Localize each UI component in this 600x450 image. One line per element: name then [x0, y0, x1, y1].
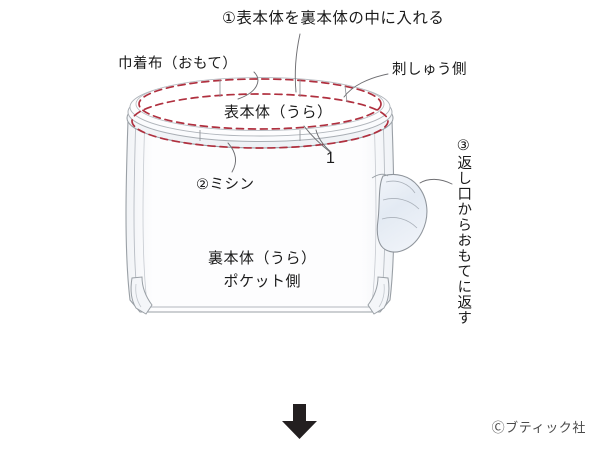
leader-embroidery: [343, 73, 389, 98]
leader-seam-1a: [303, 125, 331, 153]
leader-step2: [227, 142, 236, 173]
label-step-1: ①表本体を裏本体の中に入れる: [222, 10, 445, 27]
label-drawstring-cloth: 巾着布（おもて）: [118, 56, 238, 72]
label-outer-body: 表本体（うら）: [224, 104, 333, 121]
leader-lines: [227, 33, 453, 185]
stitch-lines: [131, 78, 389, 149]
stitch-line-upper: [138, 78, 382, 130]
bottom-corner-tabs: [130, 276, 390, 315]
label-step-2: ②ミシン: [196, 177, 255, 193]
label-inner-body-line2: ポケット側: [223, 272, 302, 290]
copyright-notice: Ⓒブティック社: [491, 420, 586, 435]
leader-step3: [419, 178, 453, 185]
label-inner-body: 裏本体（うら） ポケット側: [208, 248, 317, 293]
leader-seam-1b: [315, 129, 332, 153]
label-embroidery-side: 刺しゅう側: [392, 62, 467, 78]
label-step-3: ③返し口からおもてに返す: [455, 138, 472, 326]
label-seam-allowance: 1: [326, 150, 336, 167]
down-arrow-icon: [282, 404, 317, 439]
stitch-line-lower: [131, 93, 389, 149]
turning-opening-flap: [371, 173, 428, 253]
leader-step1: [294, 33, 301, 93]
leader-drawstring: [237, 71, 259, 100]
label-inner-body-line1: 裏本体（うら）: [208, 250, 317, 267]
